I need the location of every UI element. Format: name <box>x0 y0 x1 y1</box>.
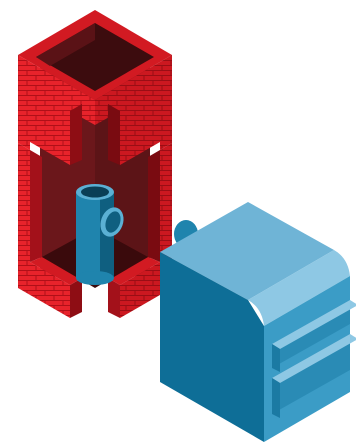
chimney-right-pillar-inner <box>148 150 160 262</box>
chimney-left-pillar-inner <box>30 150 42 262</box>
chimney-right-base-front <box>108 278 120 318</box>
pipe-bottom <box>76 271 114 285</box>
cutaway-edge-right <box>108 104 120 165</box>
boiler-unit <box>160 202 356 442</box>
chimney-left-base-front <box>70 278 82 318</box>
pipe-top-opening <box>81 187 109 198</box>
boiler-panel-lower-side <box>272 378 280 418</box>
cutaway-edge-left <box>70 104 82 165</box>
